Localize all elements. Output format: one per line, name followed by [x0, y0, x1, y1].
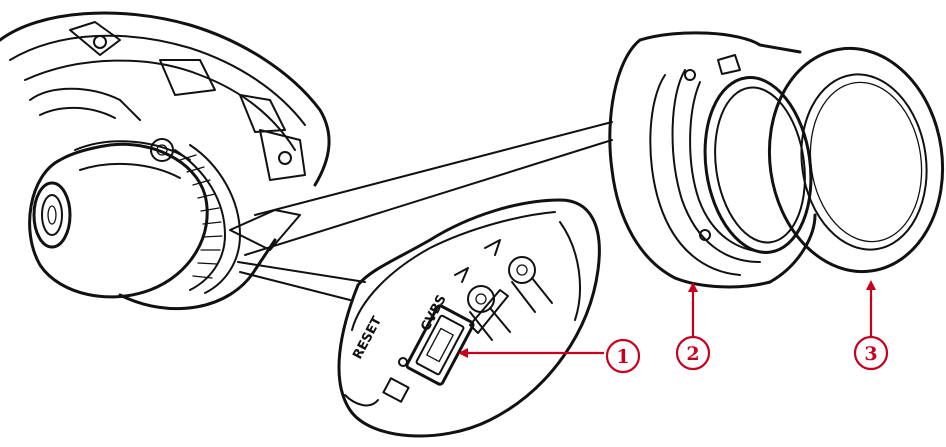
callout-1: 1	[458, 338, 641, 374]
arrow-marker-icon	[454, 267, 469, 283]
callout-2: 2	[675, 282, 711, 371]
ring-housing	[608, 31, 817, 289]
reset-button	[398, 357, 408, 367]
callout-3: 3	[853, 280, 889, 371]
potentiometer-upper	[508, 256, 553, 313]
lens-ring-ribs	[179, 154, 223, 279]
potentiometer-lower	[467, 285, 511, 341]
guide-line-upper	[244, 139, 613, 256]
callout-label-1: 1	[616, 346, 629, 368]
callout-label-2: 2	[686, 343, 699, 365]
arrow-marker-icon	[484, 239, 501, 256]
cover-ring	[767, 46, 945, 274]
dome-camera	[0, 11, 331, 311]
cvbs-label: CVBS	[418, 293, 449, 334]
callout-label-3: 3	[864, 343, 877, 365]
magnified-connector-panel: RESET CVBS	[237, 198, 601, 438]
cvbs-port	[405, 304, 475, 386]
